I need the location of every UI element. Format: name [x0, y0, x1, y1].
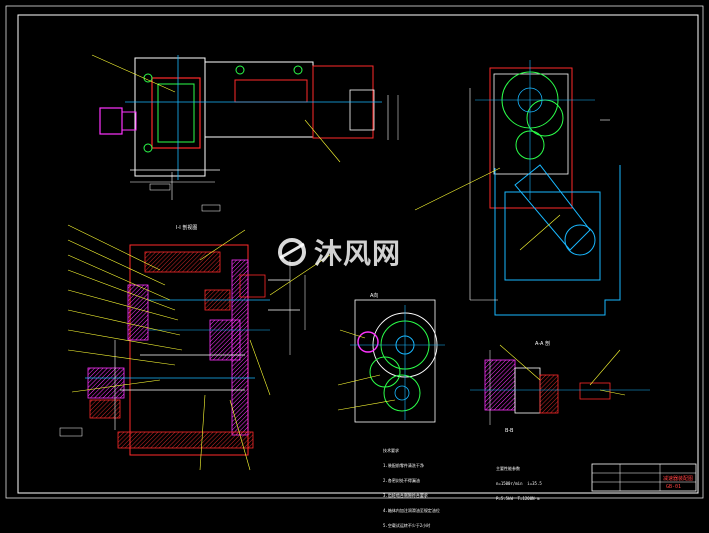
side-view — [414, 60, 621, 316]
view-aa-label: A-A 剖 — [535, 341, 551, 347]
tech-note-line: 3.齿轮啮合侧隙符合要求 — [383, 493, 428, 498]
title-block-number: GB-01 — [666, 484, 682, 490]
spec-notes: 主要性能参数 n=1500r/min i=35.5 P=5.5kW T=1200… — [496, 456, 542, 506]
top-view — [91, 54, 399, 212]
tech-note-line: 5.空载试运转不少于2小时 — [383, 523, 431, 528]
tech-notes: 技术要求 1.装配前零件清洗干净 2.各密封处不得漏油 3.齿轮啮合侧隙符合要求… — [383, 438, 440, 533]
inner-frame — [17, 14, 699, 494]
spec-title: 主要性能参数 — [496, 466, 520, 471]
tech-notes-title: 技术要求 — [383, 448, 399, 453]
tech-note-line: 1.装配前零件清洗干净 — [383, 463, 424, 468]
title-block-name: 减速器装配图 — [663, 476, 694, 482]
tech-note-line: 2.各密封处不得漏油 — [383, 478, 420, 483]
watermark: 沐风网 — [276, 232, 401, 272]
watermark-text: 沐风网 — [314, 237, 402, 270]
tech-note-line: 4.箱体内加注润滑油至规定油位 — [383, 508, 440, 513]
spec-line: n=1500r/min i=35.5 — [496, 481, 542, 486]
cad-drawing-sheet — [5, 5, 704, 499]
view-aa — [470, 344, 650, 425]
view-b-label: B-B — [505, 428, 514, 434]
spec-line: P=5.5kW T=1200N·m — [496, 496, 540, 501]
watermark-logo-icon — [278, 238, 306, 266]
view-a-label: A向 — [370, 293, 379, 299]
view-a — [337, 299, 445, 423]
section-title: I-I 剖视图 — [176, 225, 198, 231]
title-block — [591, 463, 697, 492]
outer-frame — [5, 5, 704, 499]
section-view — [59, 224, 331, 471]
